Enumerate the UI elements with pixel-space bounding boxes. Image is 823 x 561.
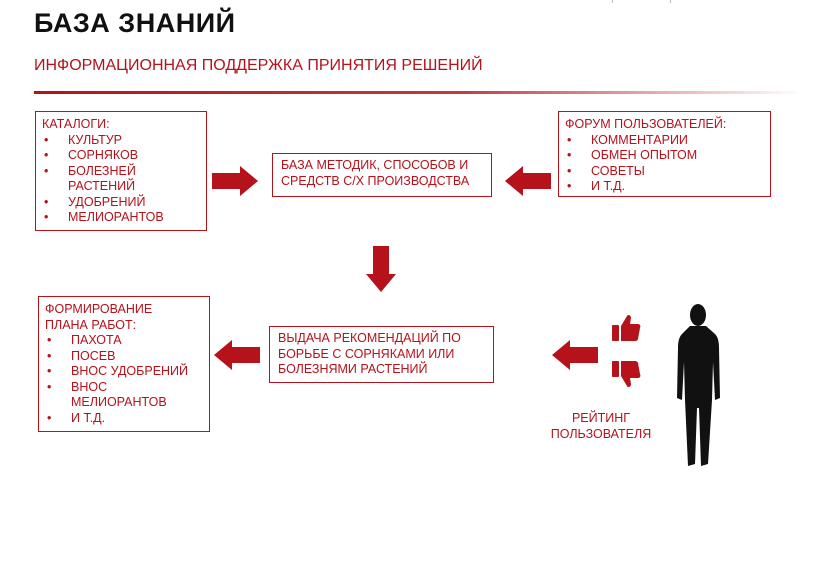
list-item: И Т.Д. bbox=[45, 411, 203, 427]
list-item: ПОСЕВ bbox=[45, 349, 203, 365]
arrow-right-icon bbox=[212, 166, 258, 196]
arrow-left-icon bbox=[214, 340, 260, 370]
thumbs-down-icon bbox=[612, 361, 641, 388]
thumbs-up-icon bbox=[612, 314, 641, 341]
forum-list: КОММЕНТАРИИ ОБМЕН ОПЫТОМ СОВЕТЫ И Т.Д. bbox=[565, 133, 764, 195]
list-item: СОРНЯКОВ bbox=[42, 148, 200, 164]
forum-heading: ФОРУМ ПОЛЬЗОВАТЕЛЕЙ: bbox=[565, 117, 727, 131]
arrow-down-icon bbox=[366, 246, 396, 292]
plan-box: ФОРМИРОВАНИЕ ПЛАНА РАБОТ: ПАХОТА ПОСЕВ В… bbox=[38, 296, 210, 432]
list-item: СОВЕТЫ bbox=[565, 164, 764, 180]
catalogs-box: КАТАЛОГИ: КУЛЬТУР СОРНЯКОВ БОЛЕЗНЕЙ РАСТ… bbox=[35, 111, 207, 231]
list-item: И Т.Д. bbox=[565, 179, 764, 195]
catalogs-heading: КАТАЛОГИ: bbox=[42, 117, 110, 131]
arrow-left-icon bbox=[552, 340, 598, 370]
list-item: МЕЛИОРАНТОВ bbox=[42, 210, 200, 226]
arrow-left-icon bbox=[505, 166, 551, 196]
list-item: ВНОС УДОБРЕНИЙ bbox=[45, 364, 203, 380]
recommendations-text: ВЫДАЧА РЕКОМЕНДАЦИЙ ПО БОРЬБЕ С СОРНЯКАМ… bbox=[278, 331, 461, 376]
list-item: КУЛЬТУР bbox=[42, 133, 200, 149]
forum-box: ФОРУМ ПОЛЬЗОВАТЕЛЕЙ: КОММЕНТАРИИ ОБМЕН О… bbox=[558, 111, 771, 197]
plan-heading: ФОРМИРОВАНИЕ ПЛАНА РАБОТ: bbox=[45, 302, 153, 332]
person-silhouette-icon bbox=[677, 304, 720, 466]
recommendations-box: ВЫДАЧА РЕКОМЕНДАЦИЙ ПО БОРЬБЕ С СОРНЯКАМ… bbox=[269, 326, 494, 383]
list-item: УДОБРЕНИЙ bbox=[42, 195, 200, 211]
page-title: БАЗА ЗНАНИЙ bbox=[34, 8, 236, 38]
list-item: КОММЕНТАРИИ bbox=[565, 133, 764, 149]
top-decoration bbox=[612, 0, 671, 3]
methods-box: БАЗА МЕТОДИК, СПОСОБОВ И СРЕДСТВ С/Х ПРО… bbox=[272, 153, 492, 197]
plan-list: ПАХОТА ПОСЕВ ВНОС УДОБРЕНИЙ ВНОС МЕЛИОРА… bbox=[45, 333, 203, 426]
list-item: ПАХОТА bbox=[45, 333, 203, 349]
catalogs-list: КУЛЬТУР СОРНЯКОВ БОЛЕЗНЕЙ РАСТЕНИЙ УДОБР… bbox=[42, 133, 200, 226]
methods-text: БАЗА МЕТОДИК, СПОСОБОВ И СРЕДСТВ С/Х ПРО… bbox=[281, 158, 470, 188]
rating-label: РЕЙТИНГ ПОЛЬЗОВАТЕЛЯ bbox=[550, 411, 652, 441]
list-item: ОБМЕН ОПЫТОМ bbox=[565, 148, 764, 164]
header-divider bbox=[34, 91, 804, 94]
page-subtitle: ИНФОРМАЦИОННАЯ ПОДДЕРЖКА ПРИНЯТИЯ РЕШЕНИ… bbox=[34, 57, 483, 74]
list-item: ВНОС МЕЛИОРАНТОВ bbox=[45, 380, 203, 411]
list-item: БОЛЕЗНЕЙ РАСТЕНИЙ bbox=[42, 164, 200, 195]
